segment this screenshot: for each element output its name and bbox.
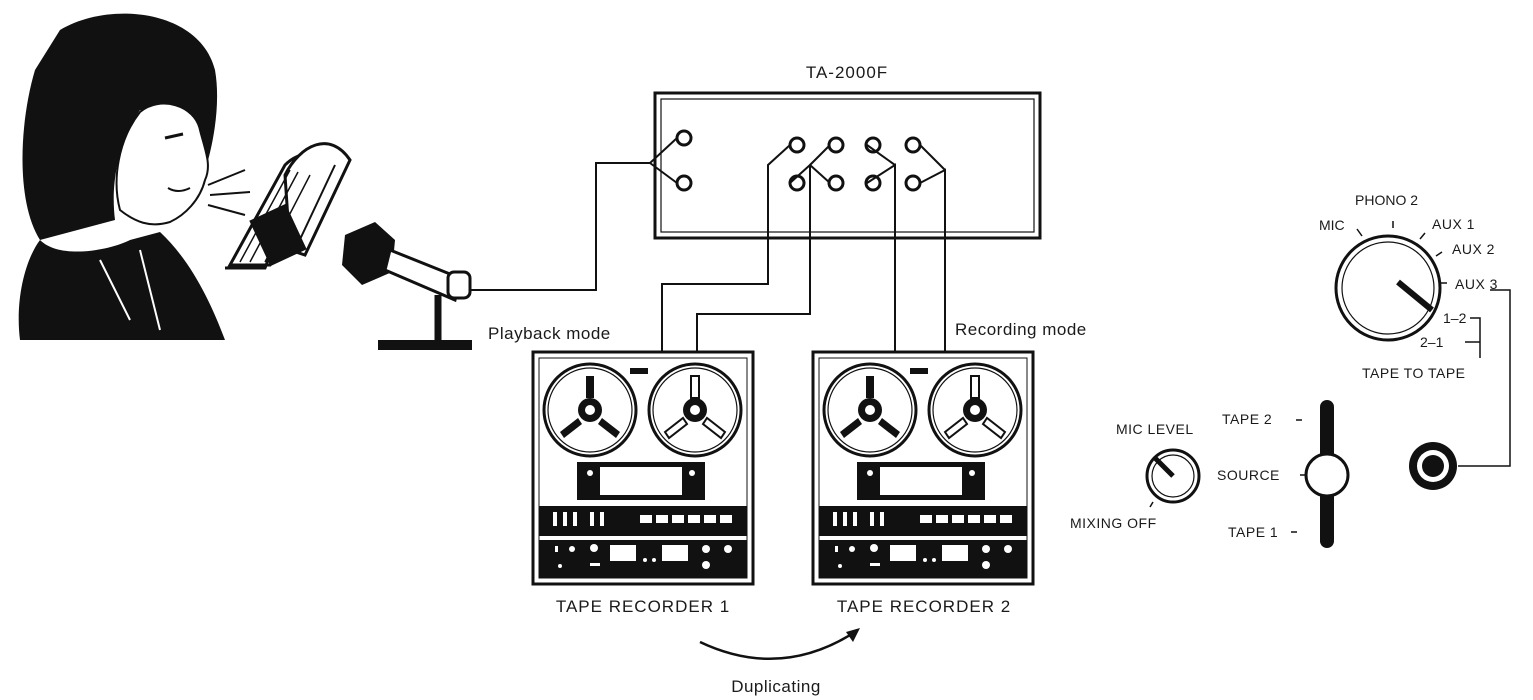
- recording-mode-label: Recording mode: [955, 320, 1087, 339]
- duplicating-arrow: [699, 628, 860, 661]
- reel-icon: [822, 362, 918, 458]
- selector-aux3: AUX 3: [1455, 276, 1498, 292]
- tape-to-tape-label: TAPE TO TAPE: [1362, 365, 1466, 381]
- selector-phono2: PHONO 2: [1355, 192, 1418, 208]
- tape-recorder-1-label: TAPE RECORDER 1: [556, 597, 730, 616]
- mixing-off-label: MIXING OFF: [1070, 515, 1157, 531]
- book-icon: [225, 142, 352, 270]
- jack-icon: [1409, 289, 1511, 490]
- selector-mic: MIC: [1319, 217, 1345, 233]
- playback-mode-label: Playback mode: [488, 324, 611, 343]
- selector-1-2: 1–2: [1443, 310, 1467, 326]
- cables: [470, 137, 946, 355]
- mic-level-label: MIC LEVEL: [1116, 421, 1194, 437]
- switch-tape2: TAPE 2: [1222, 411, 1272, 427]
- amplifier-panel: [653, 91, 1042, 240]
- tape-recorder-2: [811, 350, 1035, 586]
- mic-level-knob: [1145, 448, 1201, 508]
- microphone-icon: [342, 222, 472, 350]
- switch-source: SOURCE: [1217, 467, 1280, 483]
- tape-recorder-1: [531, 350, 755, 586]
- reel-icon: [927, 362, 1023, 458]
- input-selector-knob: [1334, 221, 1481, 358]
- selector-aux1: AUX 1: [1432, 216, 1475, 232]
- selector-2-1: 2–1: [1420, 334, 1444, 350]
- selector-aux2: AUX 2: [1452, 241, 1495, 257]
- reel-icon: [542, 362, 638, 458]
- woman-speaker-icon: [18, 13, 251, 340]
- reel-icon: [647, 362, 743, 458]
- tape-recorder-2-label: TAPE RECORDER 2: [837, 597, 1011, 616]
- tape-monitor-switch: [1300, 400, 1350, 548]
- amplifier-label: TA-2000F: [806, 63, 888, 82]
- duplicating-label: Duplicating: [731, 677, 821, 696]
- switch-tape1: TAPE 1: [1228, 524, 1278, 540]
